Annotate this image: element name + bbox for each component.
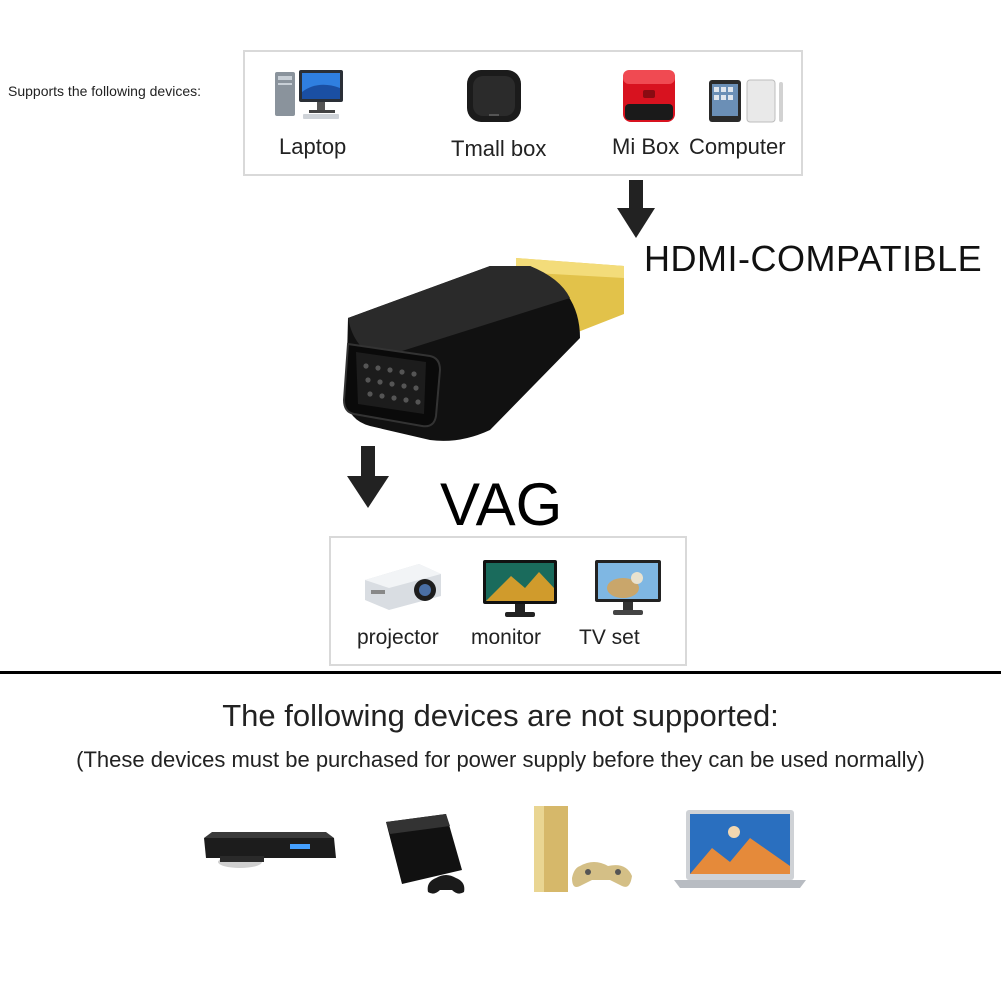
vag-output-label: VAG xyxy=(440,471,563,538)
down-arrow-icon xyxy=(617,180,655,238)
input-device-label-tmall-box: Tmall box xyxy=(451,136,547,161)
not-supported-note: (These devices must be purchased for pow… xyxy=(76,747,925,772)
input-device-label-mi-box: Mi Box xyxy=(612,134,680,159)
tablet-computer-icon xyxy=(709,79,783,123)
output-device-label-tv-set: TV set xyxy=(579,626,640,649)
desktop-computer-icon xyxy=(275,70,343,119)
ps4-console-icon xyxy=(534,806,632,892)
monitor-icon xyxy=(483,560,557,617)
supports-devices-label: Supports the following devices: xyxy=(8,83,201,99)
input-device-label-laptop: Laptop xyxy=(279,134,347,159)
ps3-console-icon xyxy=(386,814,465,894)
projector-icon xyxy=(365,564,441,610)
mi-box-icon xyxy=(623,70,675,122)
supported-output-devices-panel: projector monitor TV set xyxy=(329,536,687,666)
output-device-label-monitor: monitor xyxy=(471,626,542,649)
tv-set-icon xyxy=(595,560,661,615)
section-divider xyxy=(0,671,1001,674)
tmall-box-icon xyxy=(467,70,521,122)
hdmi-compatible-label: HDMI-COMPATIBLE xyxy=(644,238,983,279)
supported-input-devices-panel: Laptop Tmall box Mi Box Computer xyxy=(243,50,803,176)
input-device-label-computer: Computer xyxy=(689,134,786,159)
dvd-player-icon xyxy=(204,832,336,868)
output-device-label-projector: projector xyxy=(357,626,439,649)
not-supported-title: The following devices are not supported: xyxy=(222,698,779,733)
hdmi-to-vga-adapter-image xyxy=(342,258,624,441)
down-arrow-icon xyxy=(347,446,389,508)
laptop-icon xyxy=(674,810,806,888)
